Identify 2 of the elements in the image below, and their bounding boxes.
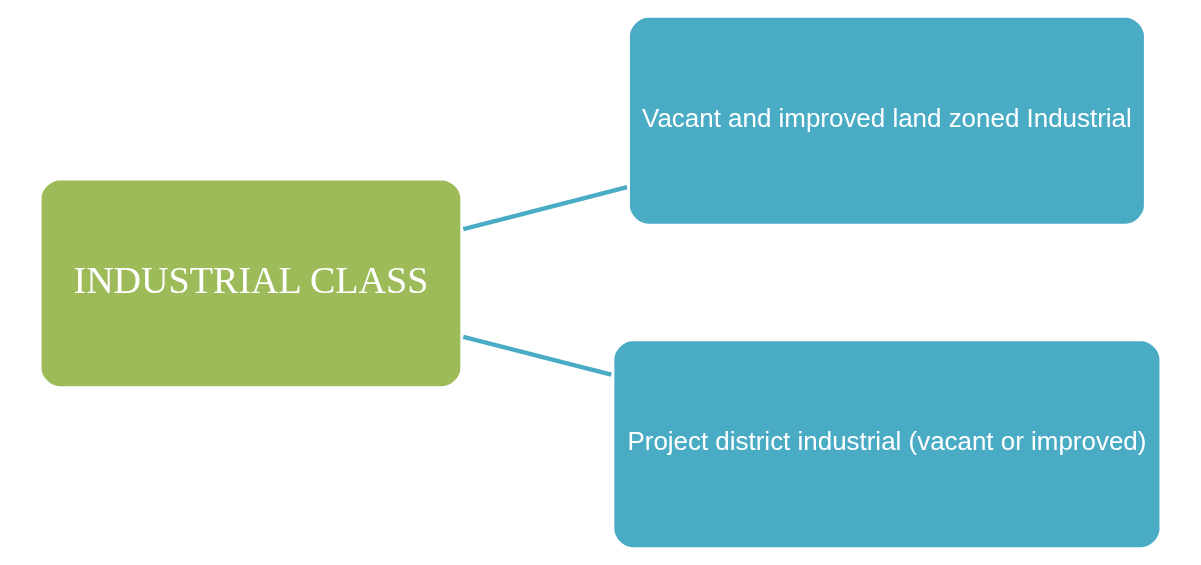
connector: [462, 185, 628, 232]
connector: [462, 334, 612, 377]
